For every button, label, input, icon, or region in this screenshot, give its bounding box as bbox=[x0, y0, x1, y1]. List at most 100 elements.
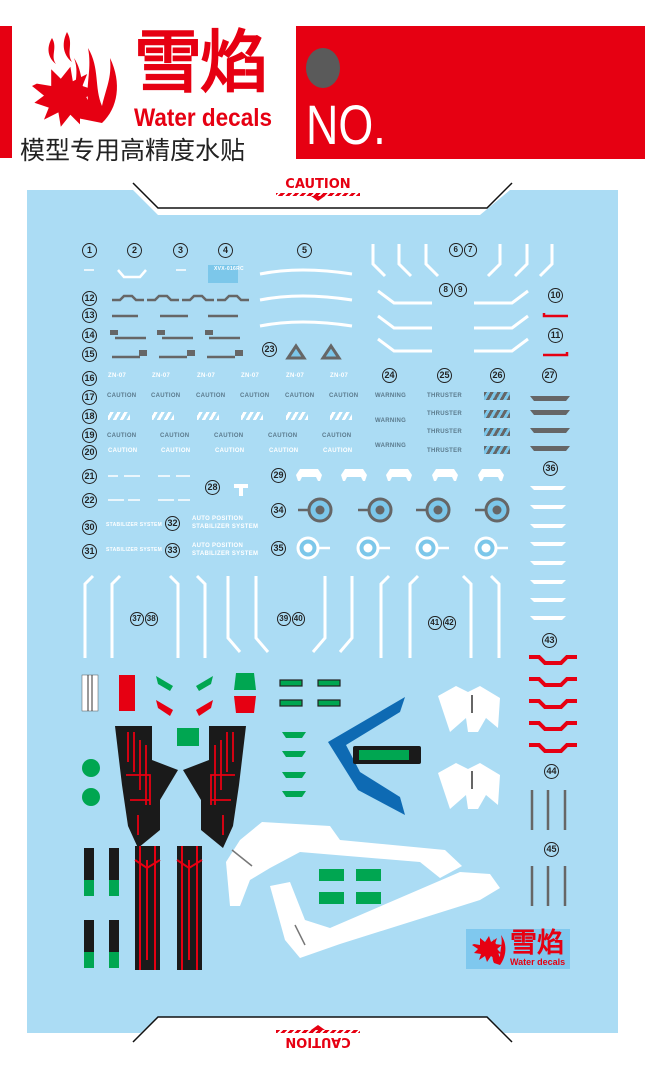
decal-18-stripe bbox=[108, 412, 130, 420]
decal-33-text-1: AUTO POSITION bbox=[192, 543, 244, 549]
decal-20-text: CAUTION bbox=[215, 448, 245, 454]
decal-20-text: CAUTION bbox=[269, 448, 299, 454]
decal-19-text: CAUTION bbox=[160, 433, 190, 439]
arrow-down-icon bbox=[311, 196, 325, 201]
decal-number-27: 27 bbox=[542, 368, 557, 383]
decal-18-stripe bbox=[197, 412, 219, 420]
decal-20-text: CAUTION bbox=[323, 448, 353, 454]
decal-25-text: THRUSTER bbox=[427, 393, 463, 399]
decal-17-text: CAUTION bbox=[240, 393, 270, 399]
brand-subtitle: 模型专用高精度水贴 bbox=[20, 136, 246, 165]
decal-number-21: 21 bbox=[82, 469, 97, 484]
decal-number-1: 1 bbox=[82, 243, 97, 258]
decal-number-22: 22 bbox=[82, 493, 97, 508]
decal-25-text: THRUSTER bbox=[427, 429, 463, 435]
decal-25-text: THRUSTER bbox=[427, 448, 463, 454]
decal-number-20: 20 bbox=[82, 445, 97, 460]
decal-number-45: 45 bbox=[544, 842, 559, 857]
decal-number-12: 12 bbox=[82, 291, 97, 306]
decal-17-text: CAUTION bbox=[285, 393, 315, 399]
decal-number-25: 25 bbox=[437, 368, 452, 383]
decal-4-text: XVX-016RC bbox=[214, 266, 244, 272]
mini-brand-logo: 雪焰 Water decals bbox=[466, 929, 570, 969]
decal-number-43: 43 bbox=[542, 633, 557, 648]
decal-number-29: 29 bbox=[271, 468, 286, 483]
decal-number-16: 16 bbox=[82, 371, 97, 386]
decal-17-text: CAUTION bbox=[151, 393, 181, 399]
decal-20-text: CAUTION bbox=[108, 448, 138, 454]
decal-16-text: ZN-07 bbox=[197, 373, 216, 379]
decal-18-stripe bbox=[286, 412, 308, 420]
decal-19-text: CAUTION bbox=[268, 433, 298, 439]
decal-20-text: CAUTION bbox=[161, 448, 191, 454]
decal-16-text: ZN-07 bbox=[152, 373, 171, 379]
decal-number-5: 5 bbox=[297, 243, 312, 258]
decal-number-26: 26 bbox=[490, 368, 505, 383]
decal-33-text-2: STABILIZER SYSTEM bbox=[192, 551, 259, 557]
mini-brand-en: Water decals bbox=[510, 957, 566, 967]
decal-17-text: CAUTION bbox=[107, 393, 137, 399]
decal-26-stripe bbox=[484, 428, 510, 436]
decal-26-stripe bbox=[484, 410, 510, 418]
decal-17-text: CAUTION bbox=[329, 393, 359, 399]
brand-name-en: Water decals bbox=[134, 104, 272, 132]
arrow-up-icon bbox=[311, 1025, 325, 1030]
decal-number-13: 13 bbox=[82, 308, 97, 323]
decal-31-text: STABILIZER SYSTEM bbox=[106, 547, 163, 553]
decal-number-11: 11 bbox=[548, 328, 563, 343]
decal-18-stripe bbox=[152, 412, 174, 420]
decal-16-text: ZN-07 bbox=[286, 373, 305, 379]
decal-18-stripe bbox=[330, 412, 352, 420]
decal-number-28: 28 bbox=[205, 480, 220, 495]
number-label: NO. bbox=[306, 93, 386, 156]
decal-19-text: CAUTION bbox=[214, 433, 244, 439]
decal-number-30: 30 bbox=[82, 520, 97, 535]
gray-dot-icon bbox=[306, 48, 340, 88]
decal-17-text: CAUTION bbox=[196, 393, 226, 399]
decal-number-10: 10 bbox=[548, 288, 563, 303]
decal-number-36: 36 bbox=[543, 461, 558, 476]
decal-number-32: 32 bbox=[165, 516, 180, 531]
decal-19-text: CAUTION bbox=[107, 433, 137, 439]
decal-24-text: WARNING bbox=[375, 443, 407, 449]
decal-number-3: 3 bbox=[173, 243, 188, 258]
decal-number-2: 2 bbox=[127, 243, 142, 258]
mini-brand-cn: 雪焰 bbox=[510, 928, 564, 959]
decal-26-stripe bbox=[484, 392, 510, 400]
decal-24-text: WARNING bbox=[375, 393, 407, 399]
snowflame-logo-icon bbox=[472, 935, 506, 965]
decal-number-15: 15 bbox=[82, 347, 97, 362]
decal-number-19: 19 bbox=[82, 428, 97, 443]
decal-16-text: ZN-07 bbox=[241, 373, 260, 379]
decal-number-44: 44 bbox=[544, 764, 559, 779]
decal-18-stripe bbox=[241, 412, 263, 420]
decal-25-text: THRUSTER bbox=[427, 411, 463, 417]
decal-number-17: 17 bbox=[82, 390, 97, 405]
decal-16-text: ZN-07 bbox=[108, 373, 127, 379]
decal-number-18: 18 bbox=[82, 409, 97, 424]
brand-name-cn: 雪焰 bbox=[134, 24, 268, 103]
number-box: NO. bbox=[296, 26, 645, 159]
decal-number-24: 24 bbox=[382, 368, 397, 383]
decal-number-35: 35 bbox=[271, 541, 286, 556]
decal-number-34: 34 bbox=[271, 503, 286, 518]
decal-sheet bbox=[27, 190, 618, 1033]
decal-30-text: STABILIZER SYSTEM bbox=[106, 522, 163, 528]
decal-number-31: 31 bbox=[82, 544, 97, 559]
caution-bottom-label: CAUTION bbox=[268, 1025, 368, 1049]
header-left-bar bbox=[0, 26, 12, 158]
decal-number-23: 23 bbox=[262, 342, 277, 357]
decal-number-14: 14 bbox=[82, 328, 97, 343]
decal-24-text: WARNING bbox=[375, 418, 407, 424]
decal-26-stripe bbox=[484, 446, 510, 454]
decal-32-text-1: AUTO POSITION bbox=[192, 516, 244, 522]
caution-top-label: CAUTION bbox=[268, 177, 368, 201]
decal-19-text: CAUTION bbox=[322, 433, 352, 439]
decal-32-text-2: STABILIZER SYSTEM bbox=[192, 524, 259, 530]
decal-number-33: 33 bbox=[165, 543, 180, 558]
